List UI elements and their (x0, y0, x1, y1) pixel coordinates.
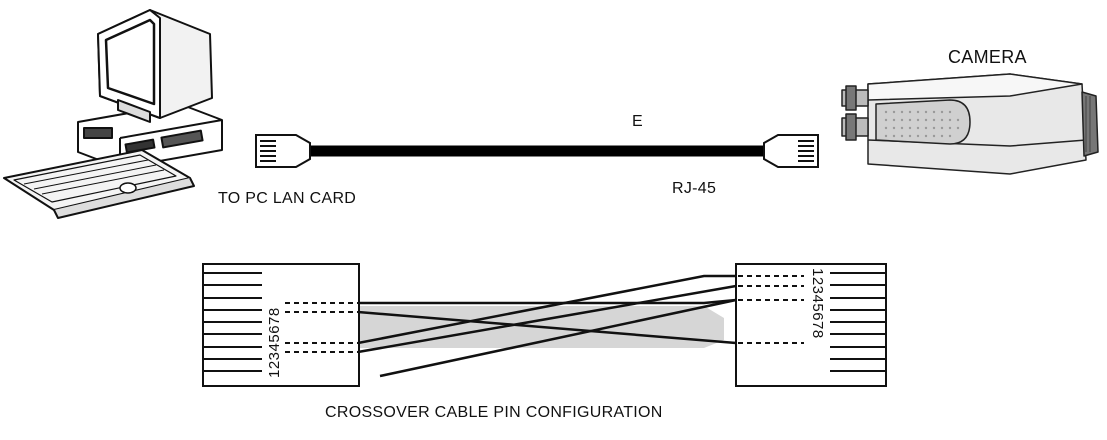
wire-straight-top (358, 298, 737, 305)
left-pin-numbers: 12345678 (266, 307, 283, 378)
cable-label: E (632, 113, 643, 130)
crossover-pin-diagram (202, 263, 887, 387)
pc-illustration (3, 9, 223, 219)
rj45-plug-left-icon (255, 134, 311, 168)
wire-cross-2 (357, 274, 736, 345)
pc-port-label: TO PC LAN CARD (218, 190, 357, 207)
diagram-caption: CROSSOVER CABLE PIN CONFIGURATION (325, 404, 663, 421)
wire-cross-1 (357, 284, 737, 354)
wire-cross-3 (379, 298, 737, 378)
camera-label: CAMERA (948, 47, 1027, 67)
connector-label: RJ-45 (672, 180, 717, 197)
right-pin-numbers: 12345678 (809, 268, 826, 339)
rj45-plug-right-icon (763, 134, 819, 168)
camera-illustration (841, 73, 1099, 175)
ethernet-cable (255, 134, 819, 168)
wire-straight-bottom (357, 310, 737, 345)
